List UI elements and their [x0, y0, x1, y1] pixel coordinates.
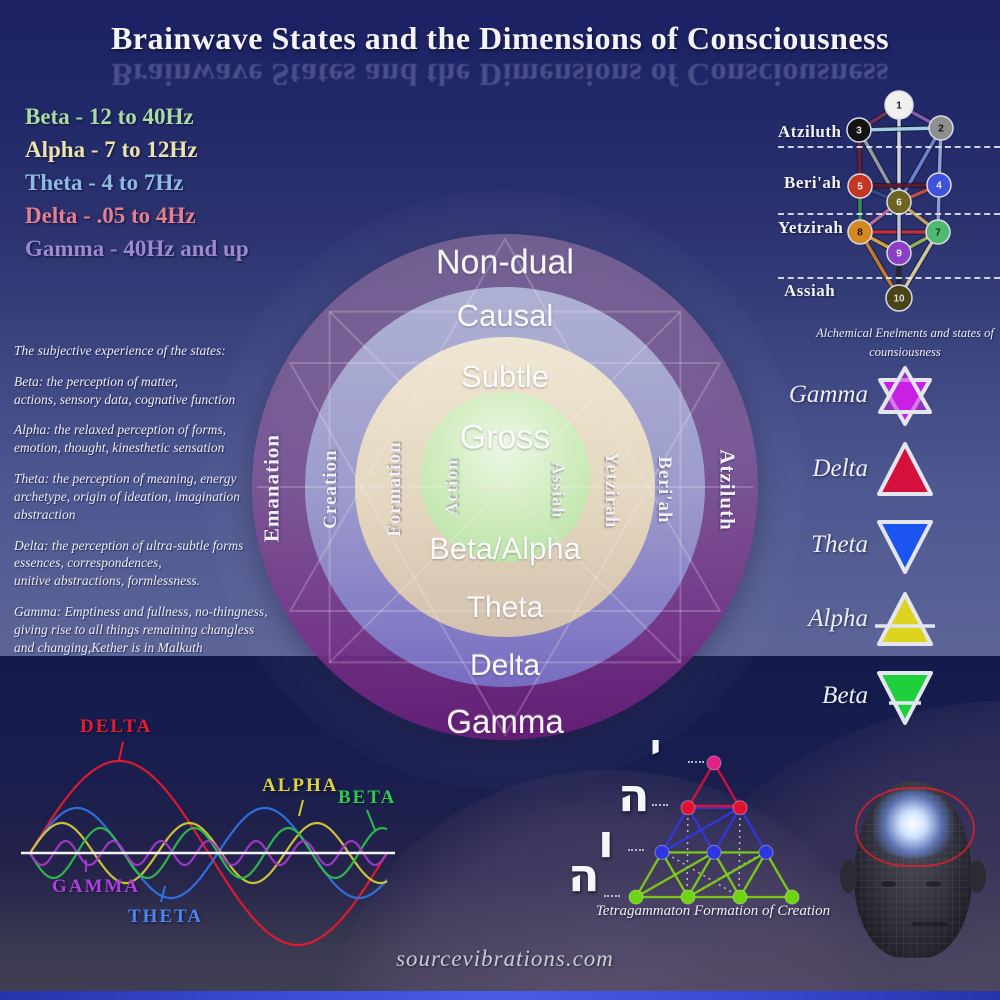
alchemy-label-theta: Theta — [811, 531, 868, 558]
svg-text:6: 6 — [896, 198, 902, 209]
svg-text:4: 4 — [936, 181, 942, 192]
svg-text:5: 5 — [857, 182, 863, 193]
hebrew-letter-yod: י — [650, 726, 662, 770]
svg-text:10: 10 — [893, 294, 905, 305]
svg-text:8: 8 — [857, 228, 863, 239]
right-ear — [969, 860, 986, 893]
frequency-legend: Beta - 12 to 40Hz Alpha - 7 to 12Hz Thet… — [25, 100, 249, 265]
letter-connector-3 — [628, 849, 644, 851]
alchemy-label-gamma: Gamma — [788, 381, 868, 408]
ring-label-nondual: Non-dual — [436, 243, 574, 282]
tree-divider-1 — [778, 146, 1000, 148]
bottom-blue-bar — [0, 991, 1000, 1000]
tree-of-life-diagram: 1 2 3 4 5 6 7 8 9 10 — [846, 90, 954, 312]
ring-label-gross: Gross — [459, 418, 551, 457]
left-ear — [840, 860, 857, 893]
subjective-experience-text: The subjective experience of the states:… — [14, 342, 286, 669]
wave-label-gamma: GAMMA — [52, 876, 141, 897]
legend-delta: Delta - .05 to 4Hz — [25, 203, 196, 228]
subjective-delta: Delta: the perception of ultra-subtle fo… — [14, 537, 244, 589]
wireframe-head — [838, 782, 988, 964]
svg-text:7: 7 — [935, 228, 941, 239]
alchemy-label-beta: Beta — [822, 682, 868, 709]
right-eye — [926, 881, 941, 887]
fire-triangle-icon — [873, 438, 937, 507]
legend-alpha: Alpha - 7 to 12Hz — [25, 137, 198, 162]
ring-label-causal: Causal — [456, 298, 554, 333]
hebrew-letter-he1: ה — [618, 768, 650, 822]
svg-text:3: 3 — [856, 126, 862, 137]
sacred-geometry-overlay — [257, 237, 753, 737]
world-label-formation: Formation — [384, 441, 405, 537]
state-label-delta: Delta — [469, 649, 541, 682]
brainwave-frequency-chart — [21, 741, 395, 947]
tetragrammaton-caption: Tetragammaton Formation of Creation — [595, 903, 831, 919]
letter-connector-2 — [652, 804, 668, 806]
svg-text:9: 9 — [896, 249, 902, 260]
tree-world-assiah: Assiah — [784, 281, 836, 300]
brain-red-outline — [855, 787, 975, 867]
alchemy-caption: Alchemical Enelments and states of couns… — [816, 326, 994, 359]
letter-connector-1 — [688, 761, 704, 763]
state-label-gamma: Gamma — [446, 703, 564, 740]
svg-text:2: 2 — [938, 124, 944, 135]
website-url: sourcevibrations.com — [396, 946, 614, 971]
tree-world-beriah: Beri'ah — [784, 173, 842, 192]
world-label-creation: Creation — [320, 449, 341, 529]
legend-gamma: Gamma - 40Hz and up — [25, 236, 249, 261]
tree-world-atziluth: Atziluth — [778, 122, 842, 141]
wave-label-delta: DELTA — [80, 716, 153, 737]
wave-label-alpha: ALPHA — [262, 775, 339, 796]
hexagram-icon — [873, 364, 937, 433]
state-label-theta: Theta — [466, 591, 544, 624]
subjective-theta: Theta: the perception of meaning, energy… — [14, 471, 240, 522]
ring-gross — [420, 392, 590, 562]
world-label-assiah: Assiah — [548, 461, 569, 519]
world-label-emanation: Emanation — [259, 433, 284, 543]
legend-theta: Theta - 4 to 7Hz — [25, 170, 184, 195]
state-label-beta-alpha: Beta/Alpha — [429, 531, 581, 566]
legend-beta: Beta - 12 to 40Hz — [25, 104, 194, 129]
wave-label-theta: THETA — [128, 906, 204, 927]
tree-divider-3 — [778, 277, 1000, 279]
wave-label-beta: BETA — [338, 787, 397, 808]
page-title: Brainwave States and the Dimensions of C… — [110, 20, 890, 56]
subjective-heading: The subjective experience of the states: — [14, 343, 226, 358]
tetragrammaton-diagram — [628, 755, 800, 905]
world-label-yetzirah: Yetzirah — [601, 451, 622, 529]
subjective-beta: Beta: the perception of matter, actions,… — [14, 373, 236, 407]
subjective-gamma: Gamma: Emptiness and fullness, no-thingn… — [14, 603, 268, 655]
mouth — [911, 922, 947, 926]
alchemy-label-alpha: Alpha — [808, 605, 868, 632]
left-eye — [881, 881, 896, 887]
tree-divider-2 — [778, 213, 1000, 215]
svg-text:1: 1 — [896, 101, 902, 112]
tree-world-yetzirah: Yetzirah — [778, 218, 844, 237]
hebrew-letter-he2: ה — [568, 848, 600, 902]
letter-connector-4 — [604, 895, 620, 897]
world-label-action: Action — [441, 458, 462, 516]
air-triangle-icon — [873, 588, 937, 657]
earth-triangle-icon — [873, 665, 937, 734]
alchemy-label-delta: Delta — [812, 455, 868, 482]
water-triangle-icon — [873, 514, 937, 583]
world-label-beriah: Beri'ah — [654, 456, 675, 524]
ring-label-subtle: Subtle — [461, 359, 549, 394]
hebrew-letter-vav: ו — [598, 814, 614, 868]
world-label-atziluth: Atziluth — [715, 449, 740, 531]
subjective-alpha: Alpha: the relaxed perception of forms, … — [14, 422, 226, 456]
